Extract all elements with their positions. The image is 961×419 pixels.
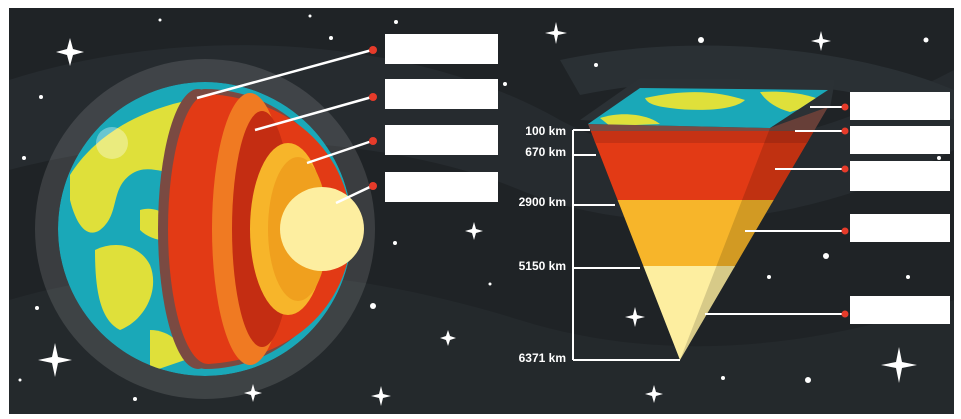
pointer-dot	[841, 310, 849, 318]
label-box[interactable]	[850, 126, 950, 154]
pointer-dot	[841, 127, 849, 135]
cone-label-boxes	[850, 92, 950, 324]
label-box[interactable]	[850, 214, 950, 242]
sparkle-star-icon	[244, 384, 262, 402]
depth-labels: 100 km 670 km 2900 km 5150 km 6371 km	[519, 124, 566, 365]
stars	[18, 14, 946, 406]
label-box[interactable]	[850, 296, 950, 324]
inner-core-layer	[280, 187, 364, 271]
sphere-pointers	[196, 48, 373, 205]
pointer-line	[335, 184, 373, 205]
pointer-dot	[841, 103, 849, 111]
pointer-line	[196, 48, 373, 100]
label-box[interactable]	[385, 172, 498, 202]
pointer-dot	[369, 93, 377, 101]
label-box[interactable]	[385, 79, 498, 109]
pointer-line	[306, 139, 373, 165]
sparkle-star-icon	[38, 343, 72, 377]
pointer-line	[254, 95, 373, 132]
pointer-dot	[841, 165, 849, 173]
label-box[interactable]	[385, 125, 498, 155]
continents	[70, 100, 190, 372]
pointer-dot	[369, 137, 377, 145]
pointer-dot	[369, 182, 377, 190]
pointer-dot	[841, 227, 849, 235]
depth-label: 6371 km	[519, 351, 566, 365]
depth-label: 670 km	[525, 145, 566, 159]
sparkle-star-icon	[56, 38, 84, 66]
sphere-pointer-dots	[369, 46, 377, 190]
cone-pointers	[705, 106, 844, 315]
sparkle-star-icon	[881, 347, 917, 383]
sparkle-star-icon	[440, 330, 456, 346]
depth-label: 100 km	[525, 124, 566, 138]
sparkle-star-icon	[545, 22, 567, 44]
label-box[interactable]	[385, 34, 498, 64]
label-box[interactable]	[850, 161, 950, 191]
label-box[interactable]	[850, 92, 950, 120]
depth-scale	[572, 129, 680, 361]
sparkle-star-icon	[465, 222, 483, 240]
sparkle-star-icon	[625, 307, 645, 327]
sparkle-star-icon	[811, 31, 831, 51]
cone-pointer-dots	[841, 103, 849, 318]
earth-sphere-cutaway	[35, 59, 375, 399]
pointer-dot	[369, 46, 377, 54]
sparkle-star-icon	[371, 386, 391, 406]
depth-label: 5150 km	[519, 259, 566, 273]
sparkle-star-icon	[645, 385, 663, 403]
sphere-label-boxes	[385, 34, 498, 202]
depth-label: 2900 km	[519, 195, 566, 209]
